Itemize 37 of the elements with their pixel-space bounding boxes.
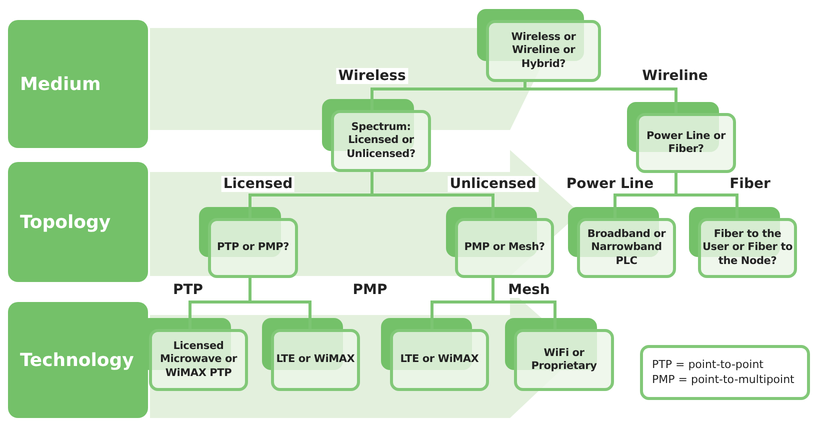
edge-label: Unlicensed	[448, 176, 538, 192]
box-text: LTE or WiMAX	[399, 353, 480, 367]
decision-box	[514, 329, 614, 391]
decision-box	[577, 218, 676, 278]
row-heading: Topology	[20, 212, 112, 232]
category-tab	[8, 302, 148, 418]
edge-label: Wireless	[336, 68, 408, 84]
edge-label: Mesh	[506, 282, 552, 298]
connector-line	[674, 173, 738, 218]
row-heading: Technology	[20, 350, 135, 370]
decision-box	[486, 20, 601, 82]
box-text: Power Line or Fiber?	[646, 130, 727, 156]
edge-label: Licensed	[221, 176, 295, 192]
box-text: Broadband or Narrowband PLC	[586, 228, 667, 268]
box-text: WiFi or Proprietary	[530, 346, 598, 374]
decision-box	[698, 218, 797, 278]
box-text: Spectrum: Licensed or Unlicensed?	[346, 121, 416, 161]
box-text: Wireless or Wireline or Hybrid?	[510, 31, 577, 71]
note-text: PTP = point-to-point	[652, 358, 764, 372]
category-tab	[8, 162, 148, 282]
note-text: PMP = point-to-multipoint	[652, 372, 796, 387]
decision-box	[271, 329, 360, 391]
category-tab	[8, 20, 148, 148]
box-text: Licensed Microwave or WiMAX PTP	[158, 340, 238, 380]
decision-box	[331, 110, 431, 172]
box-text: Fiber to the User or Fiber to the Node?	[701, 228, 794, 268]
row-heading: Medium	[20, 74, 102, 94]
box-text: PTP or PMP?	[216, 241, 290, 255]
decision-box	[636, 113, 736, 173]
decision-box	[455, 218, 554, 278]
box-text: PMP or Mesh?	[463, 241, 546, 255]
connector-line	[370, 172, 494, 218]
box-text: LTE or WiMAX	[275, 353, 356, 367]
decision-box	[390, 329, 489, 391]
abbreviation-note	[640, 345, 810, 400]
decision-box	[149, 329, 248, 391]
decision-box	[208, 218, 298, 278]
